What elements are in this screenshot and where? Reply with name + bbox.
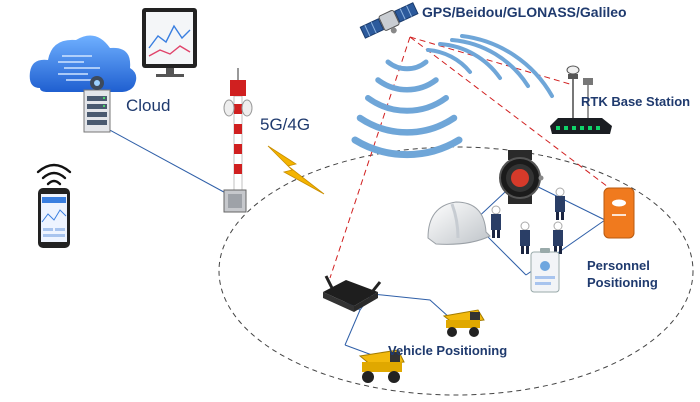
vehicle-router-icon bbox=[323, 275, 382, 312]
gps-tracker-icon bbox=[603, 187, 635, 239]
vehicle-label: Vehicle Positioning bbox=[388, 343, 508, 358]
wifi-icon bbox=[36, 163, 72, 186]
worker-icon bbox=[555, 187, 565, 220]
smartwatch-icon bbox=[499, 150, 544, 204]
cell-tower-icon bbox=[223, 68, 253, 213]
personnel-label-line1: Personnel bbox=[587, 258, 650, 273]
satellite-links bbox=[329, 36, 613, 279]
hard-hat-icon bbox=[427, 201, 491, 245]
rtk-label: RTK Base Station bbox=[581, 94, 691, 109]
cloud-icon bbox=[29, 35, 137, 92]
satellite-label: GPS/Beidou/GLONASS/Galileo bbox=[422, 4, 627, 20]
network-label: 5G/4G bbox=[260, 115, 311, 134]
smartphone-icon bbox=[38, 188, 70, 248]
lightning-icon bbox=[267, 145, 325, 195]
rtk-base-station-icon bbox=[550, 65, 612, 134]
satellite-icon bbox=[359, 2, 419, 39]
cloud-label: Cloud bbox=[126, 96, 171, 115]
positioning-area-boundary bbox=[218, 146, 694, 396]
monitor-icon bbox=[142, 8, 197, 77]
mining-truck-icon bbox=[442, 309, 485, 337]
personnel-label-line2: Positioning bbox=[587, 275, 658, 290]
worker-icon bbox=[553, 221, 563, 254]
mining-truck-icon bbox=[358, 349, 405, 383]
worker-icon bbox=[491, 205, 501, 238]
server-icon bbox=[83, 76, 111, 133]
id-badge-icon bbox=[530, 248, 560, 293]
worker-icon bbox=[520, 221, 530, 254]
signal-waves bbox=[351, 34, 554, 159]
